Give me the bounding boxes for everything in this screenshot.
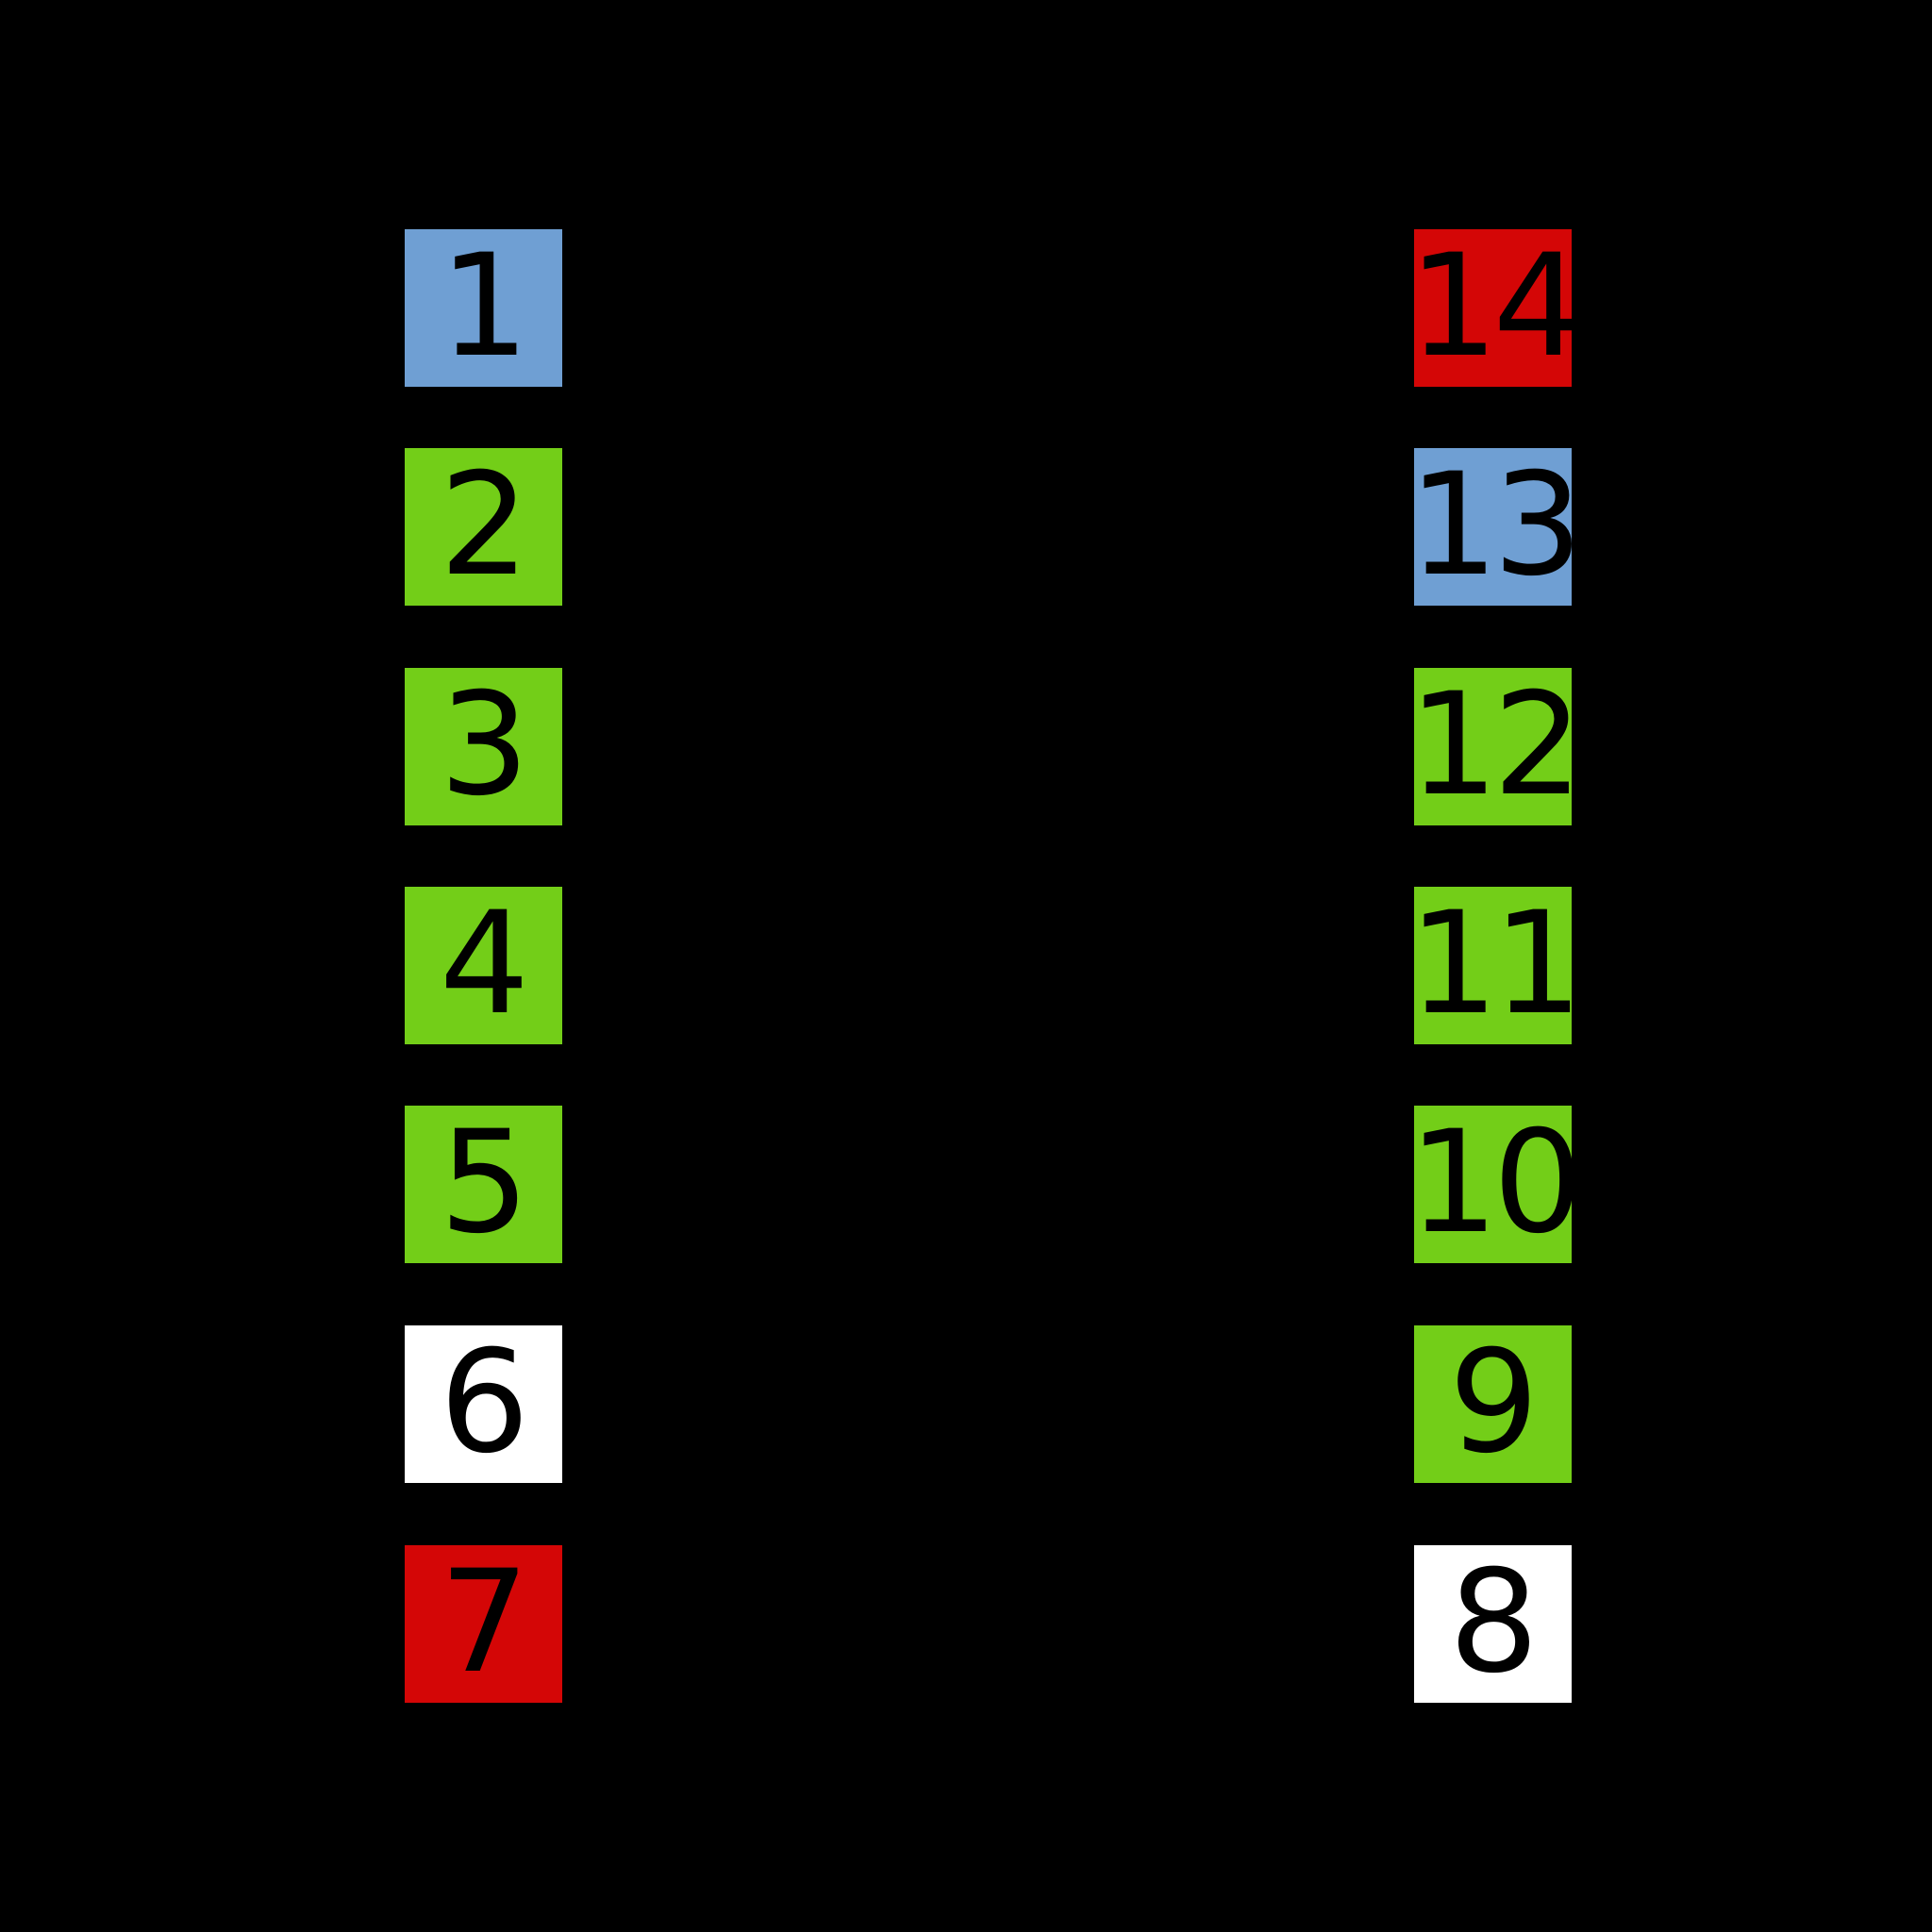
right-column: 14 13 12 11 10 9 8 [1408, 0, 1583, 1932]
node-7[interactable]: 7 [405, 1545, 562, 1703]
node-label: 9 [1448, 1320, 1539, 1485]
node-2[interactable]: 2 [405, 448, 562, 606]
node-label: 8 [1448, 1540, 1539, 1705]
node-5[interactable]: 5 [405, 1106, 562, 1263]
node-8[interactable]: 8 [1414, 1545, 1572, 1703]
node-label: 5 [439, 1100, 529, 1265]
node-14[interactable]: 14 [1408, 229, 1583, 387]
node-label: 4 [439, 881, 529, 1046]
node-label: 6 [439, 1320, 529, 1485]
node-12[interactable]: 12 [1408, 668, 1583, 825]
node-10[interactable]: 10 [1408, 1106, 1583, 1263]
node-4[interactable]: 4 [405, 887, 562, 1044]
node-label: 2 [439, 442, 529, 608]
node-label: 7 [439, 1540, 529, 1705]
node-label: 3 [439, 662, 529, 827]
node-13[interactable]: 13 [1408, 448, 1583, 606]
node-3[interactable]: 3 [405, 668, 562, 825]
left-column: 1 2 3 4 5 6 7 [405, 0, 562, 1932]
node-1[interactable]: 1 [405, 229, 562, 387]
node-11[interactable]: 11 [1408, 887, 1583, 1044]
node-6[interactable]: 6 [405, 1325, 562, 1483]
node-label: 12 [1408, 662, 1583, 827]
node-label: 11 [1408, 881, 1583, 1046]
node-label: 10 [1408, 1100, 1583, 1265]
node-label: 1 [439, 224, 529, 389]
node-label: 14 [1408, 224, 1583, 389]
node-label: 13 [1408, 442, 1583, 608]
node-9[interactable]: 9 [1414, 1325, 1572, 1483]
